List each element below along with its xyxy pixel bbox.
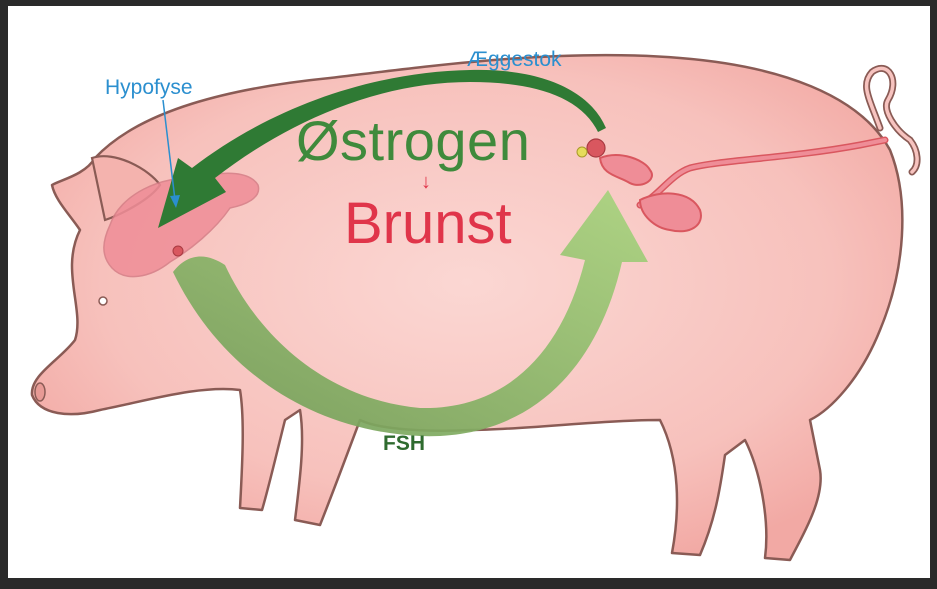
pig-eye (99, 297, 107, 305)
fsh-label: FSH (383, 433, 425, 454)
pituitary-gland (173, 246, 183, 256)
aeggestok-label: Æggestok (467, 49, 562, 70)
ovary (587, 139, 605, 157)
hypofyse-label: Hypofyse (105, 77, 193, 98)
brunst-label: Brunst (344, 195, 512, 253)
pig-nostril (35, 383, 45, 401)
ostrogen-label: Østrogen (296, 113, 530, 169)
ovary-follicle (577, 147, 587, 157)
down-arrow-icon: ↓ (421, 172, 431, 192)
